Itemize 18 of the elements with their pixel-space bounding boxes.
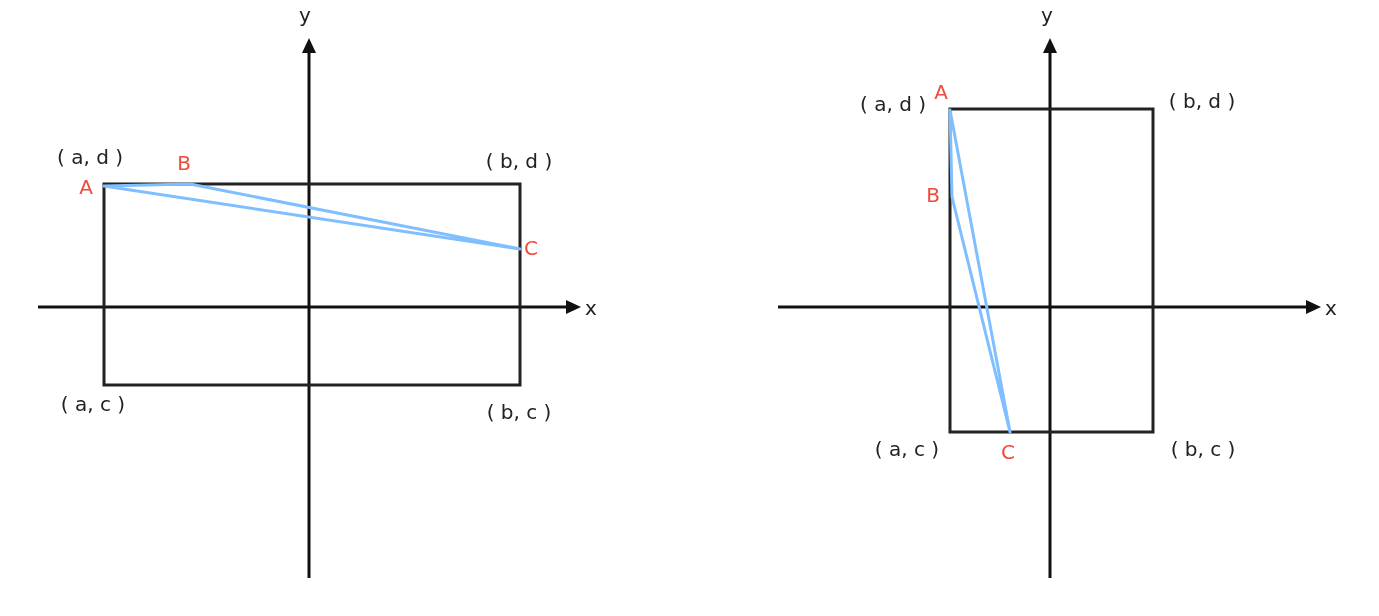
coordinate-label: ( b, c ): [1170, 439, 1236, 459]
coordinate-label: ( a, d ): [860, 94, 926, 114]
coordinate-label: ( a, d ): [57, 147, 123, 167]
axis-label: y: [299, 5, 311, 25]
coordinate-label: ( a, c ): [874, 439, 940, 459]
coordinate-label: ( b, d ): [1168, 91, 1236, 111]
point-label: B: [926, 185, 940, 205]
point-label: B: [177, 153, 191, 173]
coordinate-label: ( b, d ): [485, 151, 553, 171]
coordinate-label: ( a, c ): [60, 394, 126, 414]
point-label: C: [524, 238, 538, 258]
point-label: C: [1001, 442, 1015, 462]
axis-label: y: [1041, 5, 1053, 25]
coordinate-label: ( b, c ): [486, 402, 552, 422]
point-label: A: [79, 177, 93, 197]
point-label: A: [934, 82, 948, 102]
axis-label: x: [585, 298, 597, 318]
axis-label: x: [1325, 298, 1337, 318]
